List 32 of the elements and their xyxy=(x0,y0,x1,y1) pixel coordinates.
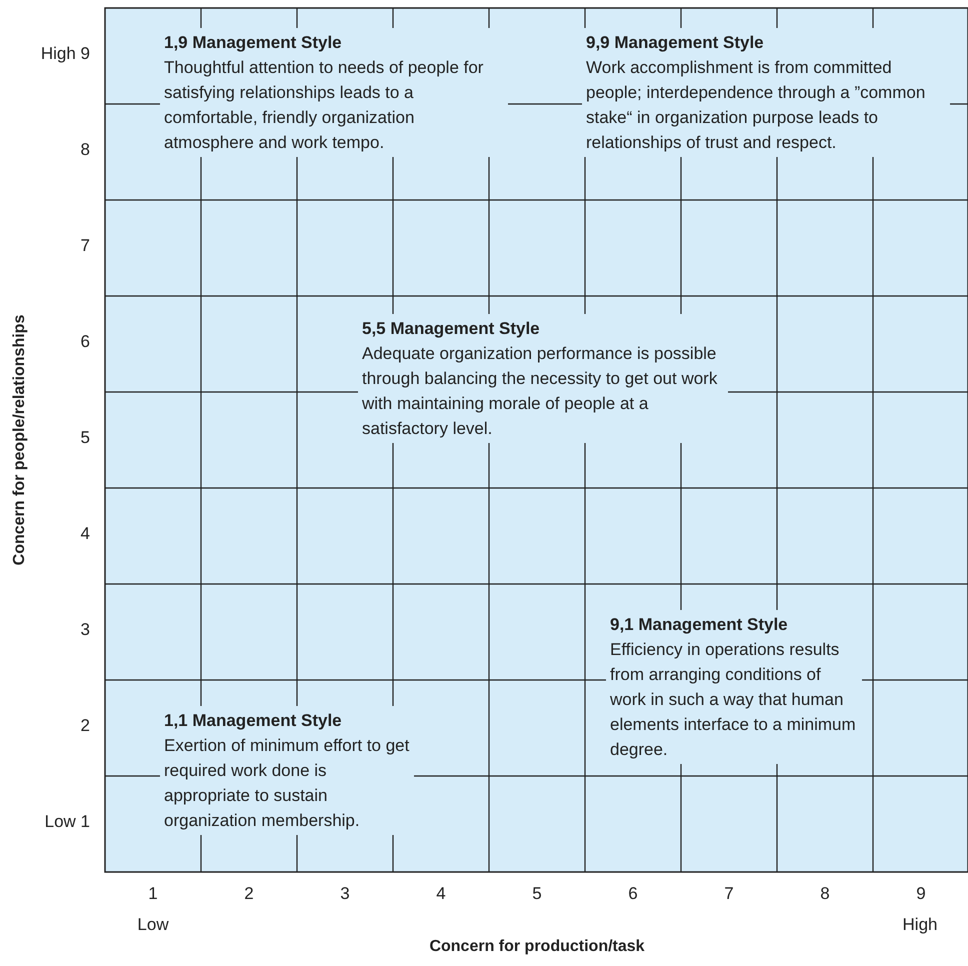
style-heading: 1,1 Management Style xyxy=(164,710,343,732)
axis-tick-label: 2 xyxy=(244,884,254,904)
style-description: Thoughtful attention to needs of people for satisfying relationships leads to a comfortable, friendly organization atmosphere and work tempo. xyxy=(164,57,484,154)
axis-title: Concern for production/task xyxy=(429,938,645,956)
axis-end-label: High xyxy=(902,915,938,935)
axis-tick-label: 4 xyxy=(80,524,90,544)
style-heading: 9,1 Management Style xyxy=(610,614,789,636)
style-heading: 9,9 Management Style xyxy=(586,32,765,54)
axis-tick-label: 7 xyxy=(724,884,734,904)
axis-end-label: Low xyxy=(137,915,169,935)
axis-tick-label: 6 xyxy=(628,884,638,904)
axis-tick-label: 5 xyxy=(532,884,542,904)
axis-tick-label: High 9 xyxy=(40,44,90,64)
axis-tick-label: 5 xyxy=(80,428,90,448)
axis-tick-label: 3 xyxy=(80,620,90,640)
style-description: Exertion of minimum effort to get required work done is appropriate to sustain organization membership. xyxy=(164,735,410,832)
axis-tick-label: 9 xyxy=(916,884,926,904)
axis-tick-label: 7 xyxy=(80,236,90,256)
style-description: Adequate organization performance is possible through balancing the necessity to get out work with maintaining morale of people at a satisfactory level. xyxy=(362,343,718,440)
axis-tick-label: 8 xyxy=(820,884,830,904)
axis-tick-label: 6 xyxy=(80,332,90,352)
axis-tick-label: 2 xyxy=(80,716,90,736)
style-description: Work accomplishment is from committed people; interdependence through a ”common stake“ in organization purpose leads to relationships of trust and respect. xyxy=(586,57,926,154)
style-description: Efficiency in operations results from arranging conditions of work in such a way that human elements interface to a minimum degree. xyxy=(610,639,857,761)
style-heading: 1,9 Management Style xyxy=(164,32,343,54)
axis-tick-label: 8 xyxy=(80,140,90,160)
axis-tick-label: 1 xyxy=(148,884,158,904)
axis-tick-label: 4 xyxy=(436,884,446,904)
axis-tick-label: Low 1 xyxy=(44,812,90,832)
axis-title: Concern for people/relationships xyxy=(11,314,29,566)
axis-tick-label: 3 xyxy=(340,884,350,904)
style-heading: 5,5 Management Style xyxy=(362,318,541,340)
